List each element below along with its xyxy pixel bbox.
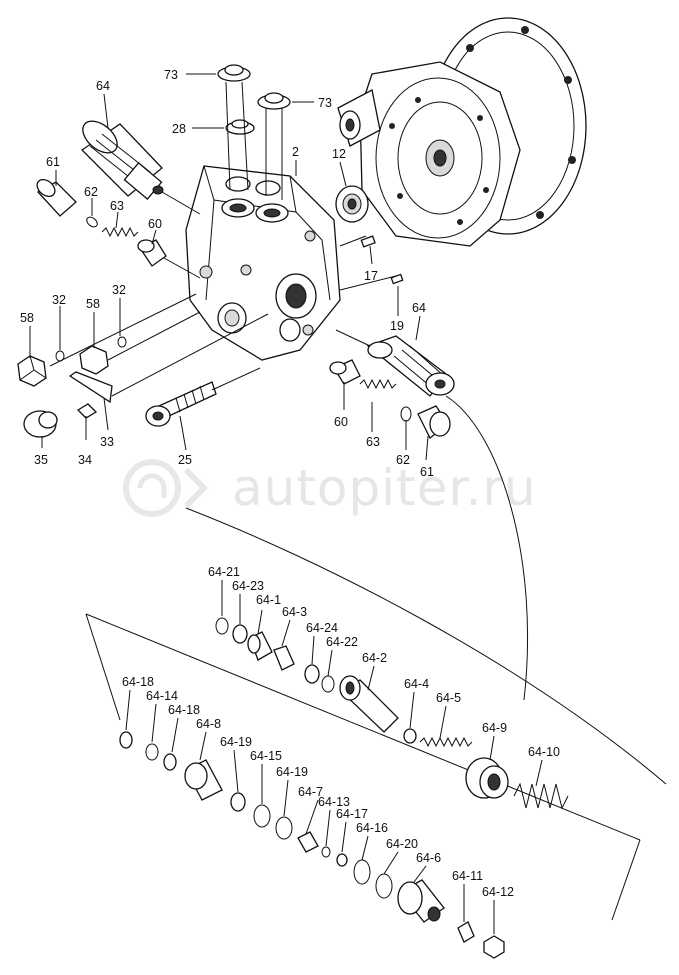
relief-valve-64-top bbox=[80, 120, 164, 200]
label-64-16: 64-16 bbox=[356, 821, 388, 835]
relief-valve-64-right bbox=[366, 335, 455, 397]
cartridge-parts bbox=[119, 617, 569, 959]
plate-33 bbox=[68, 371, 113, 404]
label-58-left: 58 bbox=[20, 311, 34, 325]
label-32-left: 32 bbox=[52, 293, 66, 307]
label-64-6: 64-6 bbox=[416, 851, 441, 865]
valve-block bbox=[185, 165, 341, 361]
label-64-right: 64 bbox=[412, 301, 426, 315]
label-63-top: 63 bbox=[110, 199, 124, 213]
label-64-1: 64-1 bbox=[256, 593, 281, 607]
alignment-lines bbox=[49, 81, 397, 397]
oring-62-right bbox=[400, 406, 412, 422]
label-61-right: 61 bbox=[420, 465, 434, 479]
label-64-7: 64-7 bbox=[298, 785, 323, 799]
link-curve-right bbox=[445, 395, 529, 701]
label-19: 19 bbox=[390, 319, 404, 333]
plug-58-right bbox=[79, 345, 109, 375]
label-62-top: 62 bbox=[84, 185, 98, 199]
cap-73-right bbox=[257, 92, 291, 110]
label-64-11: 64-11 bbox=[452, 869, 483, 883]
label-25: 25 bbox=[178, 453, 192, 467]
oring-62-top bbox=[86, 216, 98, 228]
bearing-12 bbox=[335, 185, 369, 223]
cap-28 bbox=[225, 119, 255, 135]
plug-61-top bbox=[36, 178, 77, 217]
label-60-top: 60 bbox=[148, 217, 162, 231]
plug-61-right bbox=[417, 405, 451, 439]
cartridge-frame bbox=[85, 613, 641, 921]
label-64-23: 64-23 bbox=[232, 579, 264, 593]
label-64-13: 64-13 bbox=[318, 795, 350, 809]
label-64-3: 64-3 bbox=[282, 605, 307, 619]
label-64-9: 64-9 bbox=[482, 721, 507, 735]
label-17: 17 bbox=[364, 269, 378, 283]
label-64-2: 64-2 bbox=[362, 651, 387, 665]
label-64-12: 64-12 bbox=[482, 885, 514, 899]
label-58-right: 58 bbox=[86, 297, 100, 311]
label-64-top: 64 bbox=[96, 79, 110, 93]
oring-32-right bbox=[117, 336, 127, 348]
label-64-15: 64-15 bbox=[250, 749, 282, 763]
watermark-logo bbox=[123, 459, 209, 517]
label-64-18-a: 64-18 bbox=[122, 675, 154, 689]
screw-34 bbox=[76, 403, 98, 419]
plug-58-left bbox=[17, 355, 47, 387]
label-2: 2 bbox=[292, 145, 299, 159]
bolt-25 bbox=[145, 381, 217, 427]
poppet-60-top bbox=[137, 239, 167, 267]
label-63-right: 63 bbox=[366, 435, 380, 449]
label-61-top: 61 bbox=[46, 155, 60, 169]
label-64-17: 64-17 bbox=[336, 807, 368, 821]
spring-63-right bbox=[359, 378, 397, 390]
label-64-19-b: 64-19 bbox=[276, 765, 308, 779]
link-curve-left bbox=[185, 507, 667, 785]
label-64-4: 64-4 bbox=[404, 677, 429, 691]
part-labels: 73 73 28 64 2 12 61 62 63 60 17 19 58 32… bbox=[20, 68, 560, 899]
label-64-20: 64-20 bbox=[386, 837, 418, 851]
label-35: 35 bbox=[34, 453, 48, 467]
label-33: 33 bbox=[100, 435, 114, 449]
label-64-21: 64-21 bbox=[208, 565, 240, 579]
label-60-right: 60 bbox=[334, 415, 348, 429]
label-12: 12 bbox=[332, 147, 346, 161]
pin-19 bbox=[390, 273, 404, 285]
label-64-8: 64-8 bbox=[196, 717, 221, 731]
label-64-10: 64-10 bbox=[528, 745, 560, 759]
label-64-18-b: 64-18 bbox=[168, 703, 200, 717]
label-32-right: 32 bbox=[112, 283, 126, 297]
label-64-14: 64-14 bbox=[146, 689, 178, 703]
plug-35 bbox=[23, 410, 58, 438]
poppet-60-right bbox=[329, 359, 361, 385]
label-64-22: 64-22 bbox=[326, 635, 358, 649]
label-28: 28 bbox=[172, 122, 186, 136]
spring-63-top bbox=[101, 226, 139, 238]
label-73-right: 73 bbox=[318, 96, 332, 110]
label-64-5: 64-5 bbox=[436, 691, 461, 705]
motor-housing bbox=[337, 17, 587, 247]
label-73-left: 73 bbox=[164, 68, 178, 82]
cap-73-left bbox=[217, 64, 251, 82]
label-34: 34 bbox=[78, 453, 92, 467]
top-leaders bbox=[29, 73, 429, 461]
label-64-19-a: 64-19 bbox=[220, 735, 252, 749]
label-64-24: 64-24 bbox=[306, 621, 338, 635]
watermark-text: autopiter.ru bbox=[232, 459, 537, 517]
label-62-right: 62 bbox=[396, 453, 410, 467]
cartridge-leaders bbox=[125, 580, 543, 934]
pin-17 bbox=[360, 235, 376, 248]
